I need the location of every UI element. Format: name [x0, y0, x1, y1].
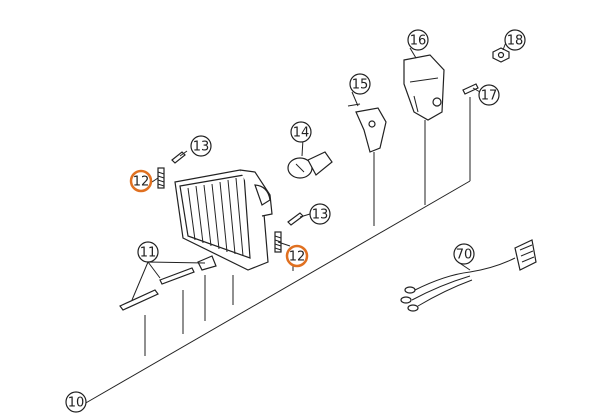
callout-label: 70	[456, 248, 473, 263]
callout-c14: 14	[290, 121, 312, 143]
callout-label: 13	[193, 140, 210, 155]
callout-circle	[504, 29, 526, 51]
callout-circle	[349, 73, 371, 95]
wiring-harness-part	[400, 239, 537, 312]
bulb-part	[287, 151, 333, 179]
callout-circle	[190, 135, 212, 157]
callout-label: 11	[140, 246, 157, 261]
callout-circle	[478, 84, 500, 106]
adjusting-screws-11-part	[119, 255, 217, 311]
callout-label: 13	[312, 208, 329, 223]
callout-label: 15	[352, 78, 369, 93]
callout-circle	[407, 29, 429, 51]
callout-label: 18	[507, 34, 524, 49]
callout-circle	[285, 244, 309, 268]
spring-12-upper-part	[157, 167, 165, 189]
callout-circle	[137, 241, 159, 263]
callout-c11: 11	[137, 241, 159, 263]
callout-circle	[65, 391, 87, 413]
bracket-part	[347, 103, 387, 153]
callout-c12b: 12	[285, 244, 309, 268]
callout-label: 10	[68, 396, 85, 411]
callout-c13a: 13	[190, 135, 212, 157]
callout-circle	[309, 203, 331, 225]
callout-c10: 10	[65, 391, 87, 413]
callout-label: 12	[133, 175, 150, 190]
callout-circle	[129, 169, 153, 193]
callout-label: 17	[481, 89, 498, 104]
headlight-housing	[174, 169, 273, 271]
screw-17-part	[462, 83, 479, 95]
callout-label: 14	[293, 126, 310, 141]
callout-c16: 16	[407, 29, 429, 51]
callout-group: 10 11 12 12 13 13 14 15 16 17 18 70	[65, 29, 526, 413]
callout-c13b: 13	[309, 203, 331, 225]
callout-c17: 17	[478, 84, 500, 106]
callout-label: 16	[410, 34, 427, 49]
callout-c18: 18	[504, 29, 526, 51]
callout-c15: 15	[349, 73, 371, 95]
callout-circle	[290, 121, 312, 143]
callout-label: 12	[289, 250, 306, 265]
screw-13-lower-part	[287, 212, 304, 226]
nut-18-part	[492, 47, 510, 63]
callout-c70: 70	[453, 243, 475, 265]
callout-c12a: 12	[129, 169, 153, 193]
cover-part	[403, 54, 445, 121]
callout-circle	[453, 243, 475, 265]
callout-leaders	[131, 41, 507, 301]
assembly-baseline	[83, 180, 471, 405]
